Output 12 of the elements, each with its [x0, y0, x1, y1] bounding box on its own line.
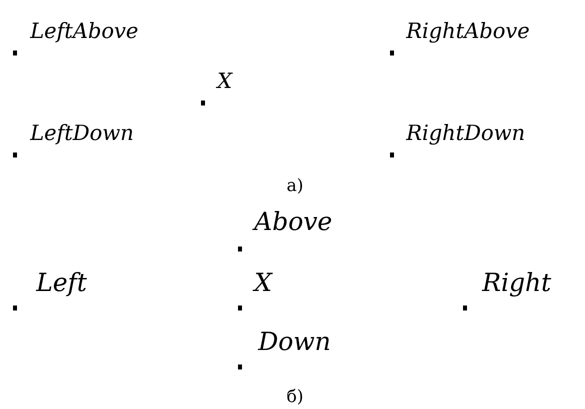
point-label: LeftDown — [30, 124, 132, 144]
point-label: Right — [482, 272, 552, 297]
point-label: Above — [252, 211, 332, 230]
point-label: Left — [36, 272, 87, 296]
panel-caption: а) — [287, 178, 302, 194]
panel-caption: б) — [287, 388, 302, 405]
point-label: RightAbove — [406, 22, 529, 43]
point-label: Down — [258, 332, 330, 350]
point-label: X — [252, 272, 273, 291]
point-label: RightDown — [406, 124, 524, 145]
point-label: LeftAbove — [30, 22, 138, 42]
point-label: X — [216, 72, 233, 88]
